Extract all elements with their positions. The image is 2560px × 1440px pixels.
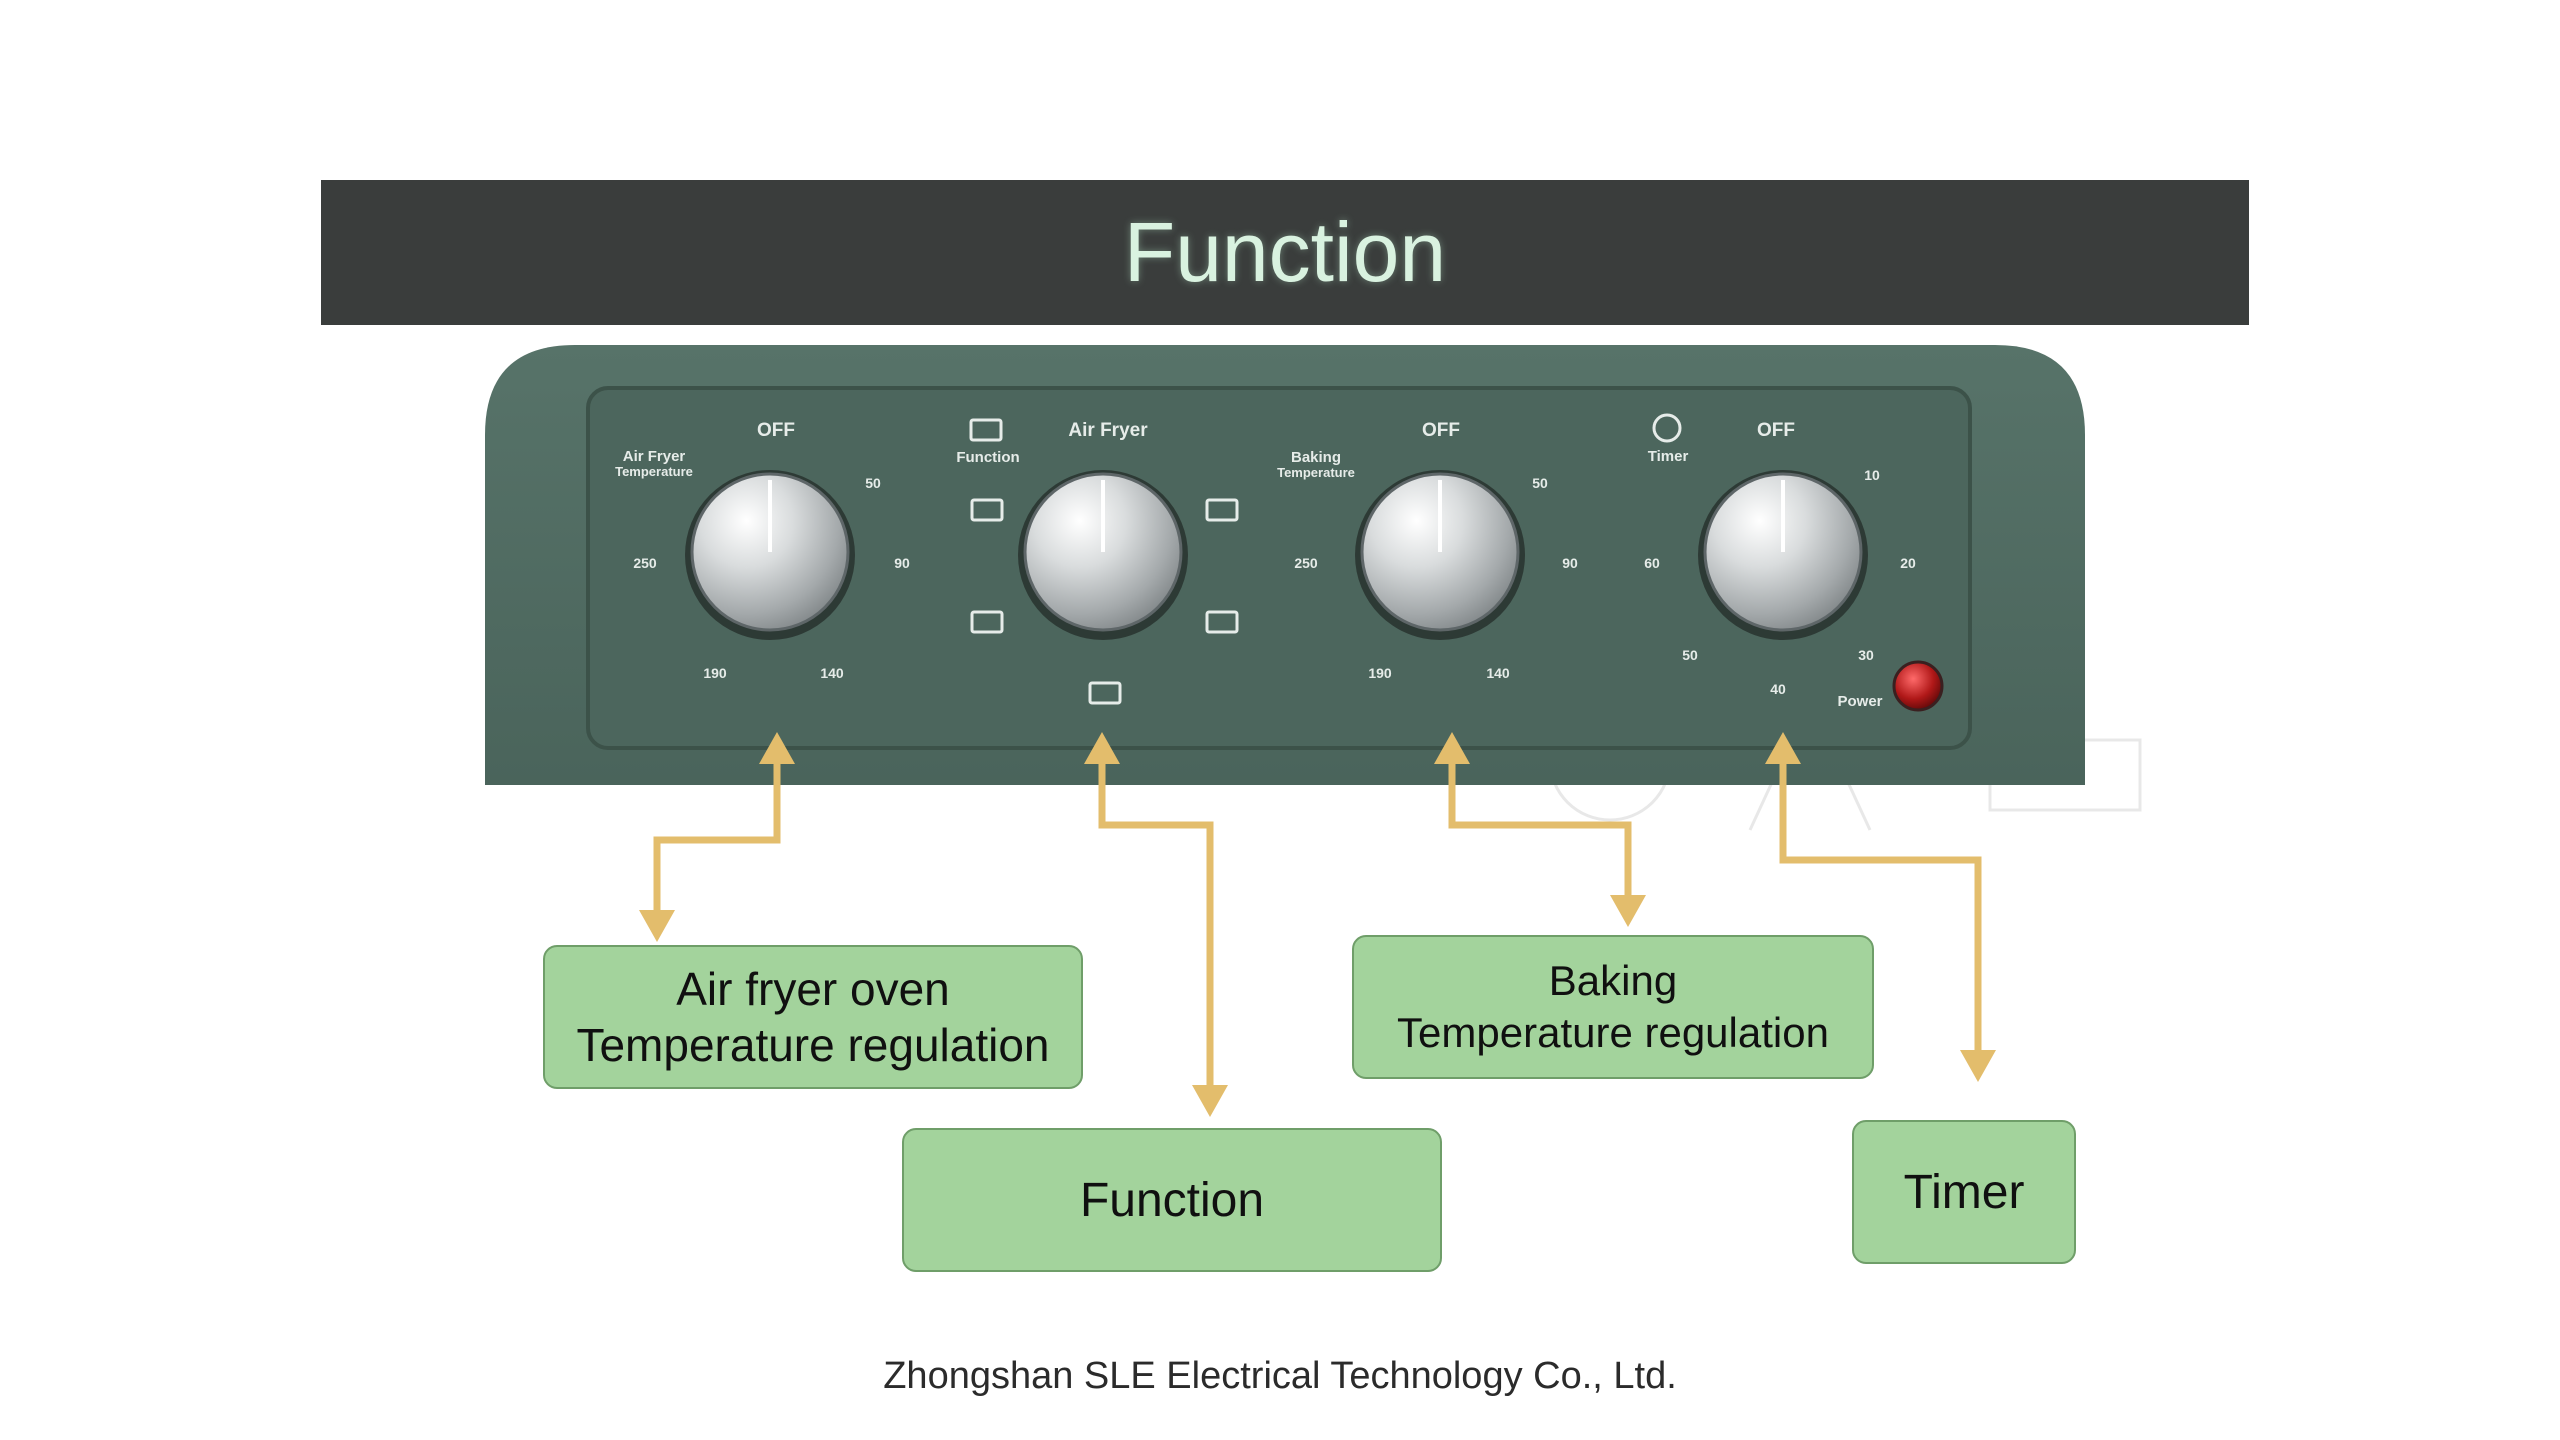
arrow-knob2-function [1102,750,1210,1105]
callout-timer: Timer [1852,1120,2076,1264]
arrowhead-up-knob2 [1084,732,1120,764]
arrowhead-down-function [1192,1085,1228,1117]
arrow-knob3-baking [1452,750,1628,915]
callout-baking-temperature: Baking Temperature regulation [1352,935,1874,1079]
arrow-knob1-airfryer [657,750,777,930]
callout-function-label: Function [1080,1173,1264,1228]
arrowhead-up-knob1 [759,732,795,764]
arrowhead-down-airfryer [639,910,675,942]
callout-baking-line2: Temperature regulation [1397,1007,1829,1059]
arrowhead-down-baking [1610,895,1646,927]
callout-airfryer-line1: Air fryer oven [676,961,950,1017]
footer-company-name: Zhongshan SLE Electrical Technology Co.,… [0,1355,2560,1398]
callout-function: Function [902,1128,1442,1272]
callout-timer-label: Timer [1904,1165,2025,1220]
arrowhead-down-timer [1960,1050,1996,1082]
arrowhead-up-knob4 [1765,732,1801,764]
callout-air-fryer-temperature: Air fryer oven Temperature regulation [543,945,1083,1089]
callout-baking-line1: Baking [1549,955,1677,1007]
callout-airfryer-line2: Temperature regulation [576,1017,1049,1073]
arrowhead-up-knob3 [1434,732,1470,764]
